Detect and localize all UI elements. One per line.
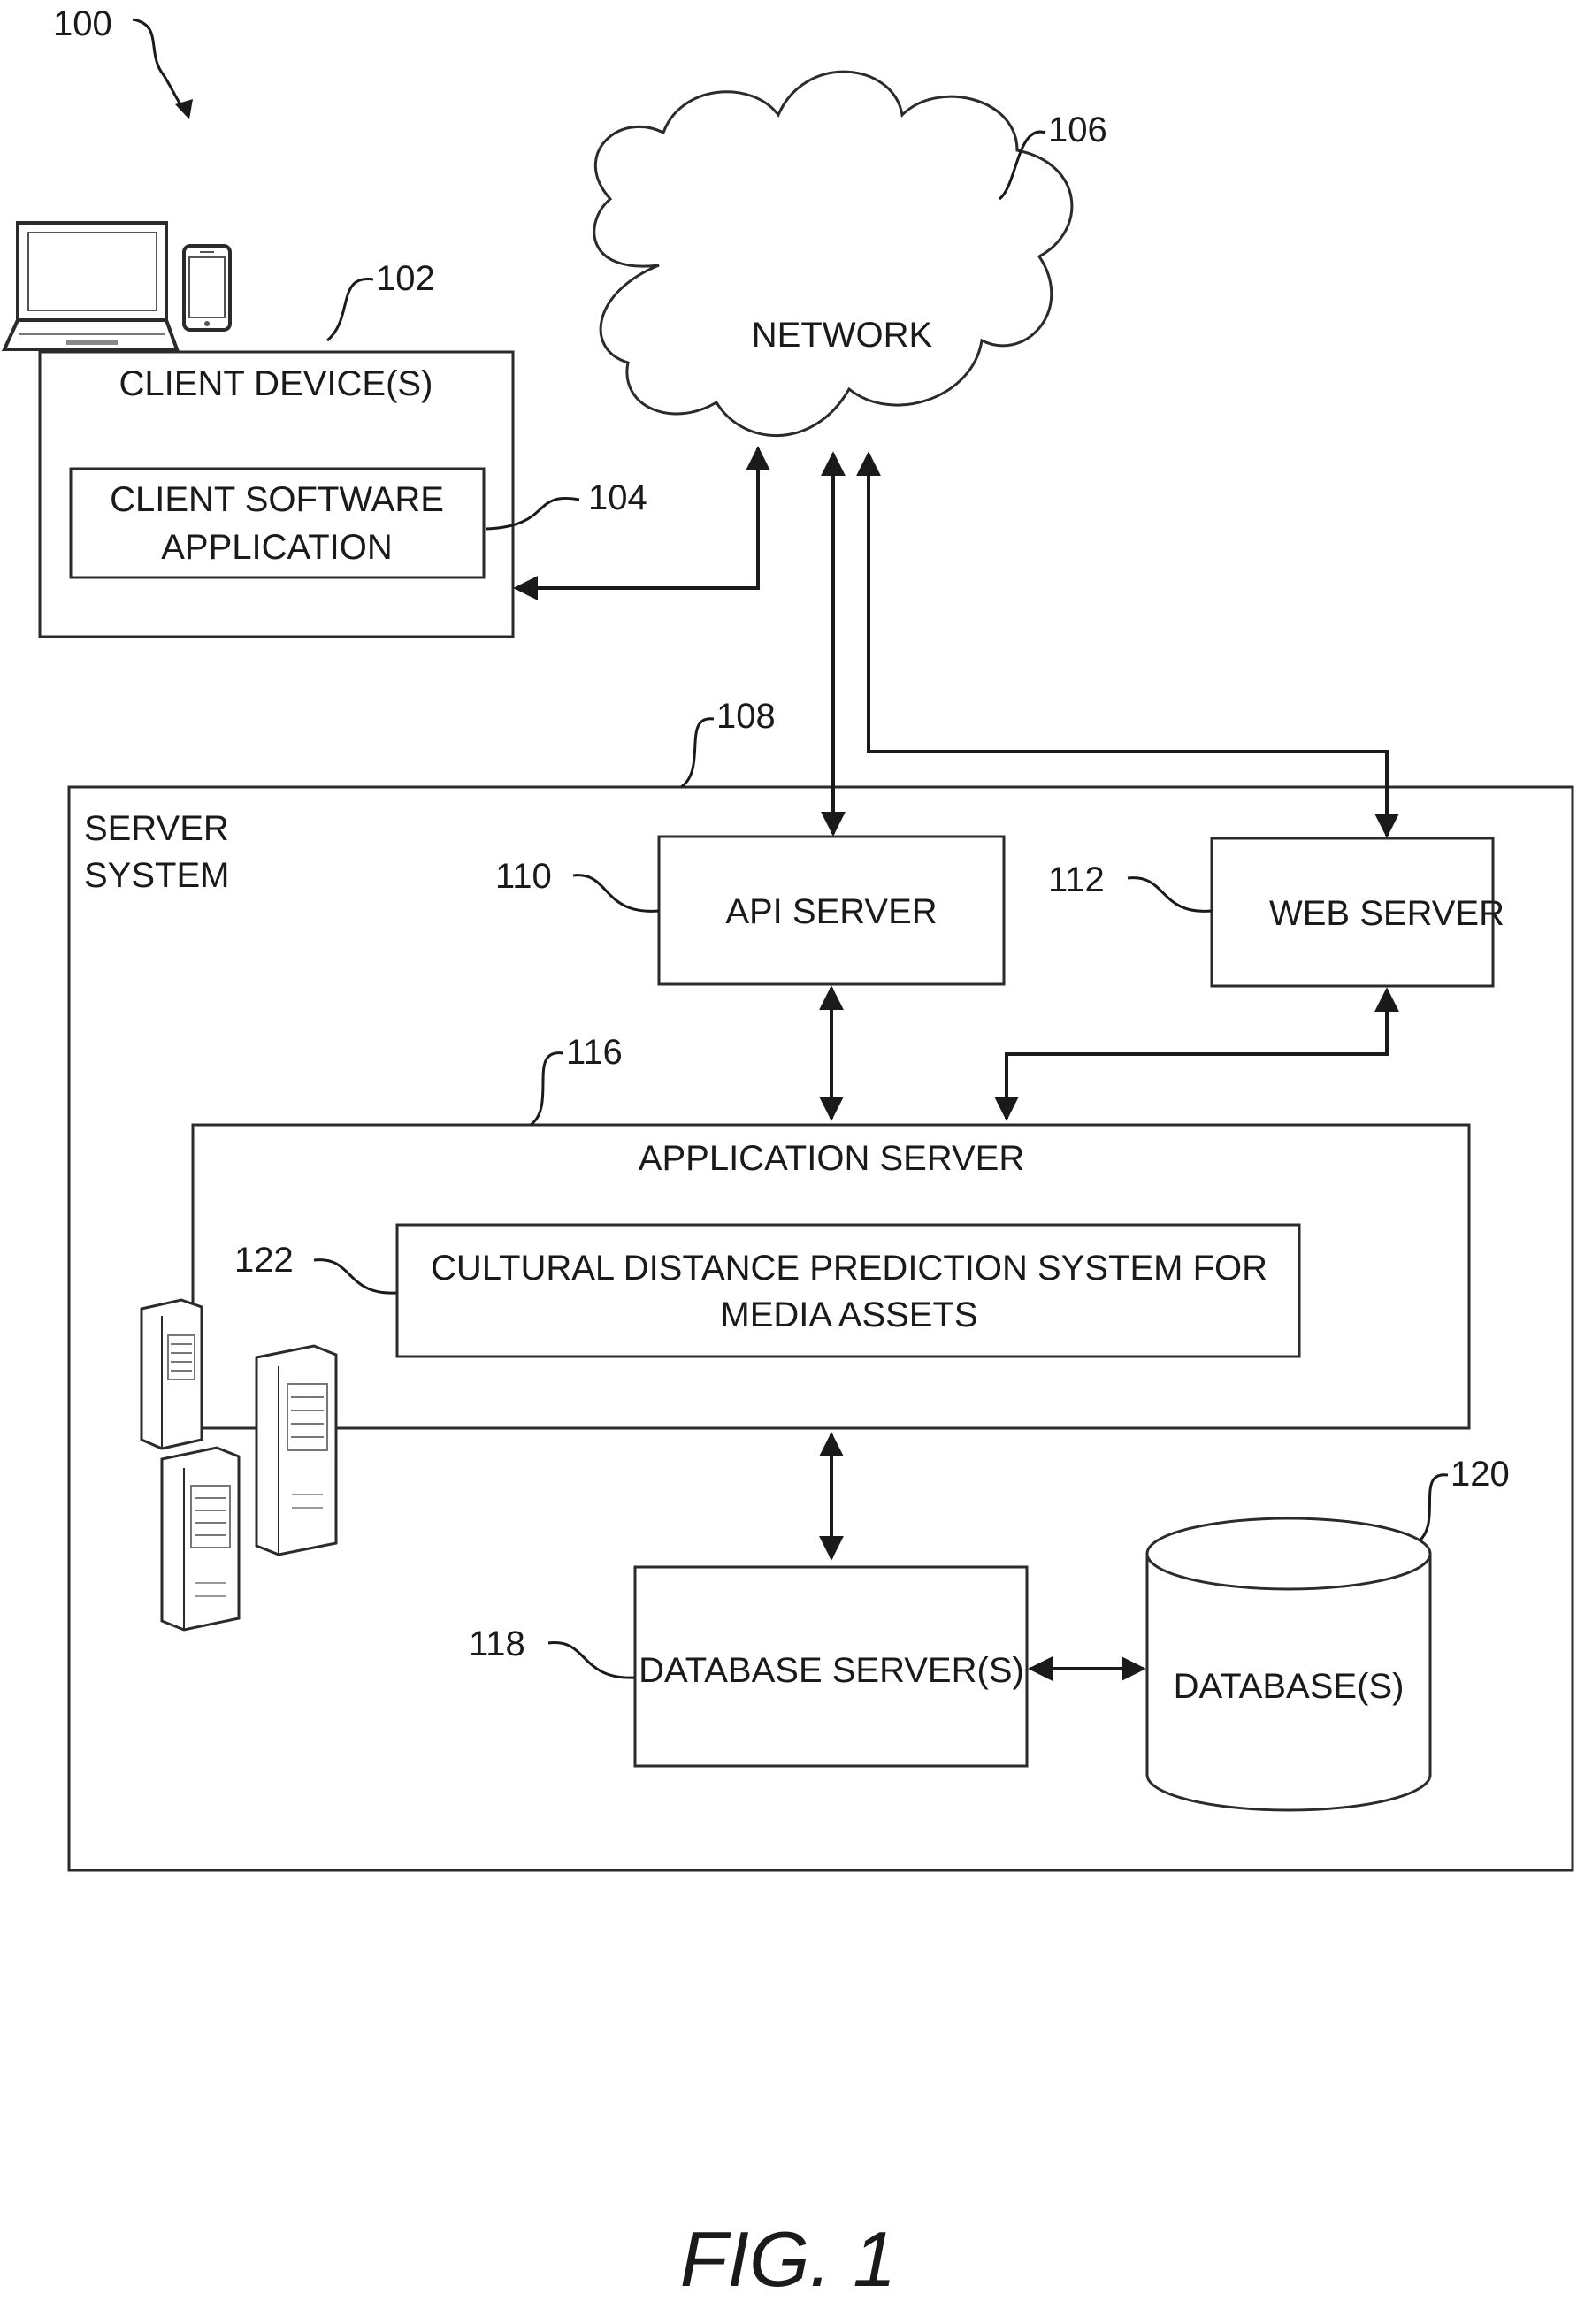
prediction-system-label-line2: MEDIA ASSETS — [720, 1296, 977, 1334]
client-app-ref: 104 — [588, 478, 647, 517]
client-app-label-line2: APPLICATION — [161, 528, 393, 567]
client-network-connector — [516, 448, 758, 588]
db-server-ref: 118 — [469, 1625, 525, 1663]
web-server-label: WEB SERVER — [1269, 894, 1504, 933]
network-ref: 106 — [1048, 111, 1107, 149]
network-label: NETWORK — [752, 316, 933, 355]
prediction-system-ref: 122 — [234, 1241, 294, 1280]
phone-icon — [184, 246, 230, 330]
network-cloud — [594, 72, 1072, 435]
figure-ref: 100 — [53, 4, 112, 43]
server-system-label-line2: SYSTEM — [84, 856, 229, 895]
client-app-label-line1: CLIENT SOFTWARE — [110, 480, 444, 519]
prediction-system-label-line1: CULTURAL DISTANCE PREDICTION SYSTEM FOR — [431, 1249, 1267, 1288]
database-label: DATABASE(S) — [1174, 1667, 1405, 1706]
client-devices-label: CLIENT DEVICE(S) — [119, 364, 433, 403]
laptop-icon — [4, 223, 177, 349]
figure-caption: FIG. 1 — [680, 2215, 897, 2303]
app-server-ref: 116 — [566, 1033, 623, 1072]
database-ref: 120 — [1451, 1455, 1510, 1494]
client-devices-ref: 102 — [376, 259, 435, 298]
app-server-label: APPLICATION SERVER — [639, 1139, 1024, 1178]
server-system-ref-leader — [681, 719, 714, 787]
network-web-connector — [869, 454, 1387, 836]
api-server-ref: 110 — [495, 857, 552, 896]
client-devices-ref-leader — [327, 279, 373, 340]
server-system-label-line1: SERVER — [84, 809, 229, 848]
database-cylinder — [1147, 1518, 1430, 1810]
server-system-ref: 108 — [716, 697, 776, 736]
api-server-label: API SERVER — [725, 892, 937, 931]
web-server-ref: 112 — [1048, 860, 1105, 899]
prediction-system-box — [397, 1225, 1299, 1357]
db-server-label: DATABASE SERVER(S) — [639, 1651, 1024, 1690]
figure-ref-leader — [133, 19, 186, 111]
